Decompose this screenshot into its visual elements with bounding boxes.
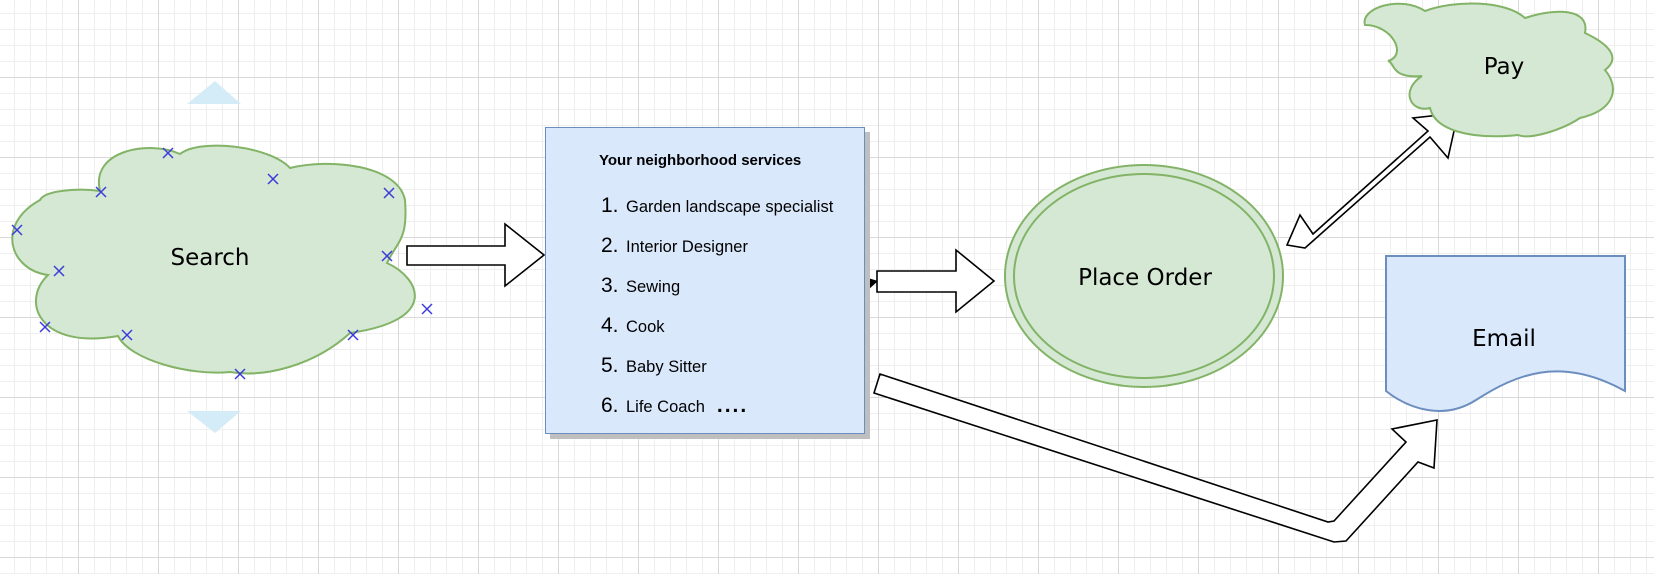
services-more-ellipsis: ....	[716, 394, 749, 417]
connector-arrowhead-icon	[868, 278, 878, 290]
place-order-ellipse[interactable]: Place Order	[1004, 164, 1284, 388]
list-item-label: Garden landscape specialist	[626, 198, 834, 216]
list-item-label: Interior Designer	[626, 238, 748, 256]
list-item-number: 2.	[601, 234, 619, 257]
handle-x-icon	[121, 329, 133, 341]
list-item-number: 4.	[601, 314, 619, 337]
list-item-label: Baby Sitter	[626, 358, 707, 376]
list-item: 4. Cook	[601, 314, 833, 354]
email-document[interactable]: Email	[1385, 255, 1626, 412]
hover-arrow-down-icon[interactable]	[187, 411, 241, 433]
list-item-number: 5.	[601, 354, 619, 377]
arrow-services-to-email[interactable]	[872, 372, 1438, 543]
list-item: 2. Interior Designer	[601, 234, 833, 274]
arrow-search-to-services[interactable]	[406, 222, 546, 288]
services-list-box[interactable]: Your neighborhood services 1. Garden lan…	[545, 127, 865, 434]
list-item-label: Sewing	[626, 278, 681, 296]
selection-handles[interactable]	[11, 147, 433, 380]
services-list: 1. Garden landscape specialist 2. Interi…	[601, 194, 833, 434]
list-item-number: 3.	[601, 274, 619, 297]
list-item: 6. Life Coach ....	[601, 394, 833, 434]
list-item-label: Life Coach	[626, 398, 705, 416]
handle-x-icon	[53, 265, 65, 277]
handle-x-icon	[234, 368, 246, 380]
handle-x-icon	[381, 250, 393, 262]
arrow-services-to-place-order[interactable]	[876, 248, 996, 314]
hover-arrow-up-icon[interactable]	[187, 81, 241, 104]
handle-x-icon	[11, 224, 23, 236]
handle-x-icon	[267, 173, 279, 185]
handle-x-icon	[39, 321, 51, 333]
services-title: Your neighborhood services	[599, 152, 802, 169]
handle-x-icon	[347, 329, 359, 341]
search-cloud[interactable]: Search	[11, 144, 416, 375]
handle-x-icon	[95, 186, 107, 198]
handle-x-icon	[421, 303, 433, 315]
list-item: 3. Sewing	[601, 274, 833, 314]
place-order-label: Place Order	[1078, 265, 1212, 291]
list-item-number: 1.	[601, 194, 619, 217]
search-label: Search	[170, 245, 249, 271]
list-item: 5. Baby Sitter	[601, 354, 833, 394]
arrow-place-order-pay[interactable]	[1285, 112, 1460, 249]
pay-label: Pay	[1484, 54, 1525, 80]
handle-x-icon	[162, 147, 174, 159]
list-item: 1. Garden landscape specialist	[601, 194, 833, 234]
email-label: Email	[1472, 326, 1536, 352]
handle-x-icon	[383, 187, 395, 199]
list-item-label: Cook	[626, 318, 665, 336]
pay-cloud[interactable]: Pay	[1363, 2, 1614, 138]
list-item-number: 6.	[601, 394, 619, 417]
